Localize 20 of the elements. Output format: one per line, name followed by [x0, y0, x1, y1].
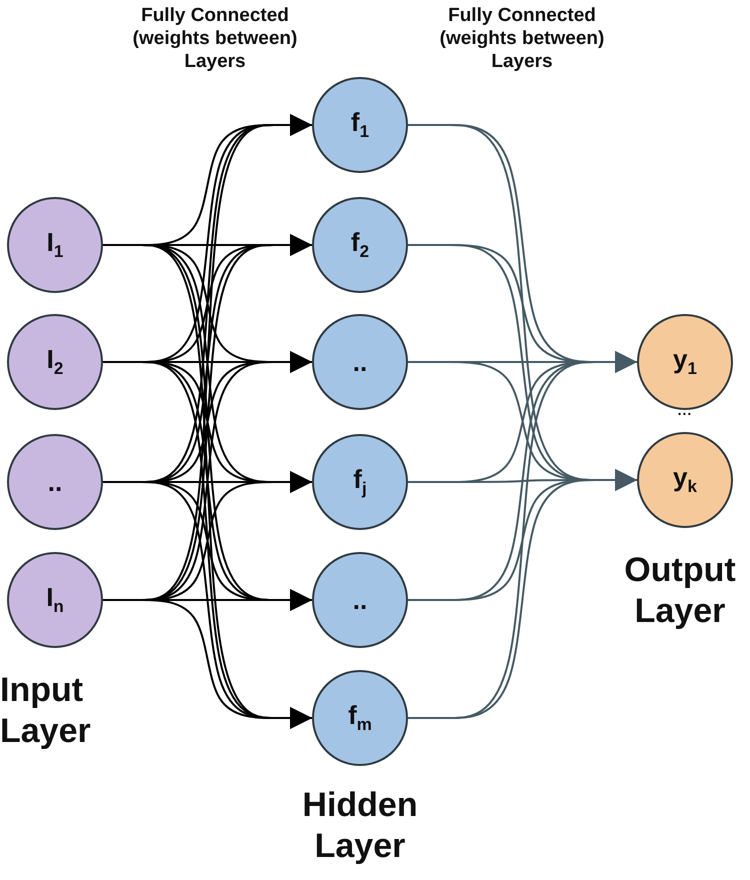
neuron-label: y$_{k}$: [673, 462, 697, 498]
neuron-label: I$_{n}$: [46, 582, 64, 618]
layer-title: Hidden Layer: [301, 785, 419, 867]
arrow: [103, 599, 312, 729]
neuron-label: f$_{j}$: [353, 464, 367, 500]
neuron-label: y$_{1}$: [673, 344, 697, 380]
neuron-label: ..: [352, 346, 368, 378]
neuron-label: f$_{m}$: [348, 700, 372, 736]
connection-note: Fully Connected (weights between) Layers: [132, 5, 298, 74]
arrow: [408, 469, 637, 719]
layer-title: Input Layer: [0, 670, 92, 752]
neuron-label: f$_{2}$: [350, 227, 370, 263]
ellipsis: ...: [676, 402, 694, 419]
neuron-label: ..: [352, 584, 368, 616]
connection-note: Fully Connected (weights between) Layers: [438, 5, 606, 74]
neuron-label: I$_{2}$: [46, 344, 64, 380]
neuron-label: f$_{1}$: [350, 107, 370, 143]
neuron-label: ..: [48, 466, 62, 498]
neuron-label: I$_{1}$: [46, 227, 64, 263]
layer-title: Output Layer: [623, 550, 737, 632]
